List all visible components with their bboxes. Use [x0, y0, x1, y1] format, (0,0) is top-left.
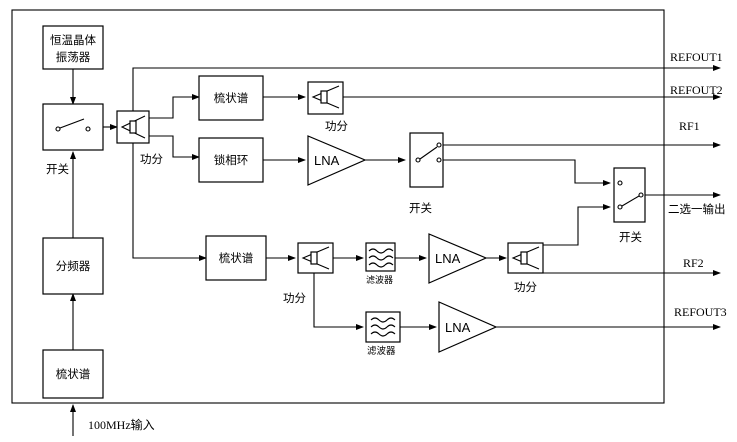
- splitter-refout2: 功分: [307, 81, 348, 133]
- output-labels: REFOUT1 REFOUT2 RF1 二选一输出 RF2 REFOUT3: [668, 50, 727, 319]
- block-comb2: 梳状谱: [205, 235, 267, 281]
- comb1-label: 梳状谱: [214, 91, 249, 105]
- output-refout2: REFOUT2: [670, 83, 723, 97]
- output-rf2: RF2: [683, 256, 704, 270]
- module-enclosure: [11, 9, 665, 404]
- block-comb-input: 梳状谱: [42, 349, 104, 399]
- output-select: 二选一输出: [668, 202, 726, 216]
- line-to-comb1: [149, 94, 200, 119]
- block-divider: 分频器: [42, 237, 104, 295]
- splitter-main: 功分: [116, 110, 163, 166]
- splitter-main-label: 功分: [140, 152, 163, 166]
- block-ocxo: 恒温晶体 振荡器: [42, 25, 104, 70]
- ocxo-label-line1: 恒温晶体: [50, 33, 96, 47]
- switch-left-label: 开关: [46, 162, 69, 176]
- splitter-rf2: 功分: [507, 242, 544, 294]
- lna-1-label: LNA: [314, 153, 340, 168]
- input-label: 100MHz输入: [88, 417, 155, 432]
- filter-1: 滤波器: [365, 242, 396, 286]
- pll-label: 锁相环: [214, 153, 249, 167]
- lna-3-label: LNA: [445, 320, 471, 335]
- line-refout1: [132, 65, 721, 111]
- splitter-comb2-label: 功分: [283, 291, 306, 305]
- filter-2-label: 滤波器: [367, 345, 396, 357]
- output-rf1: RF1: [679, 119, 700, 133]
- divider-label: 分频器: [56, 259, 91, 273]
- switch-rf1-label: 开关: [409, 201, 432, 215]
- line-rf1-to-out-switch: [443, 159, 611, 186]
- block-comb1: 梳状谱: [198, 75, 264, 121]
- signal-lines: [70, 65, 721, 436]
- switch-rf1: 开关: [409, 132, 444, 215]
- comb-input-label: 梳状谱: [56, 367, 91, 381]
- block-pll: 锁相环: [198, 137, 264, 183]
- lna-2: LNA: [428, 233, 488, 284]
- output-refout1: REFOUT1: [670, 50, 723, 64]
- splitter-refout2-label: 功分: [325, 119, 348, 133]
- splitter-rf2-label: 功分: [514, 280, 537, 294]
- lna-2-label: LNA: [435, 251, 461, 266]
- line-to-comb2: [132, 143, 207, 261]
- line-to-filter2: [313, 273, 364, 330]
- line-to-pll: [149, 135, 200, 160]
- output-refout3: REFOUT3: [674, 305, 727, 319]
- lna-1: LNA: [307, 135, 367, 186]
- filter-1-label: 滤波器: [366, 274, 393, 286]
- switch-output-label: 开关: [619, 230, 642, 244]
- switch-output: 开关: [613, 167, 646, 244]
- filter-2: 滤波器: [365, 311, 401, 357]
- lna-3: LNA: [438, 301, 498, 353]
- ocxo-label-line2: 振荡器: [56, 50, 91, 64]
- comb2-label: 梳状谱: [219, 251, 254, 265]
- switch-left: 开关: [42, 103, 104, 176]
- splitter-comb2: 功分: [283, 242, 334, 305]
- line-rf2-to-out-switch: [543, 204, 611, 246]
